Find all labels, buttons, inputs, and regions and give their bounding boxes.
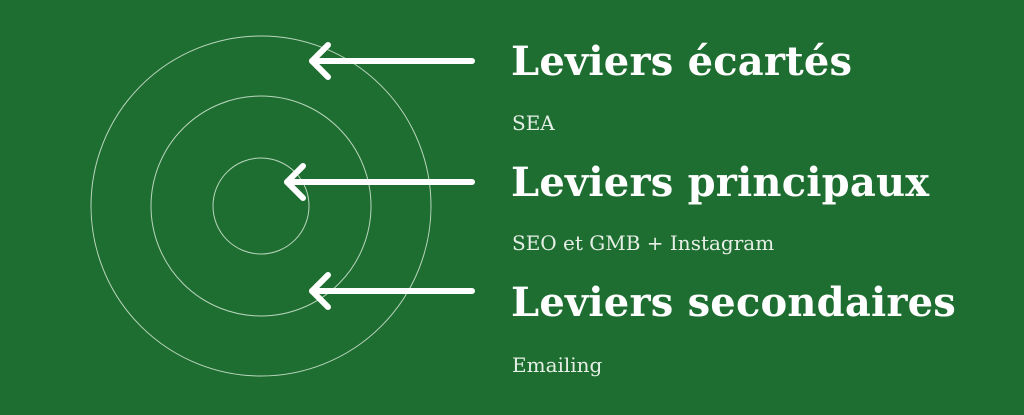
middle-ring	[150, 95, 372, 317]
detail-secondary-levers: Emailing	[512, 353, 603, 377]
heading-main-levers: Leviers principaux	[511, 159, 930, 206]
outer-ring	[90, 35, 432, 377]
arrow-secondary	[309, 272, 475, 310]
heading-secondary-levers: Leviers secondaires	[511, 279, 956, 326]
arrow-excluded	[309, 42, 475, 80]
detail-excluded-levers: SEA	[512, 111, 555, 135]
detail-main-levers: SEO et GMB + Instagram	[512, 231, 775, 255]
heading-excluded-levers: Leviers écartés	[511, 38, 853, 85]
arrow-main	[284, 163, 475, 201]
inner-ring	[212, 157, 310, 255]
